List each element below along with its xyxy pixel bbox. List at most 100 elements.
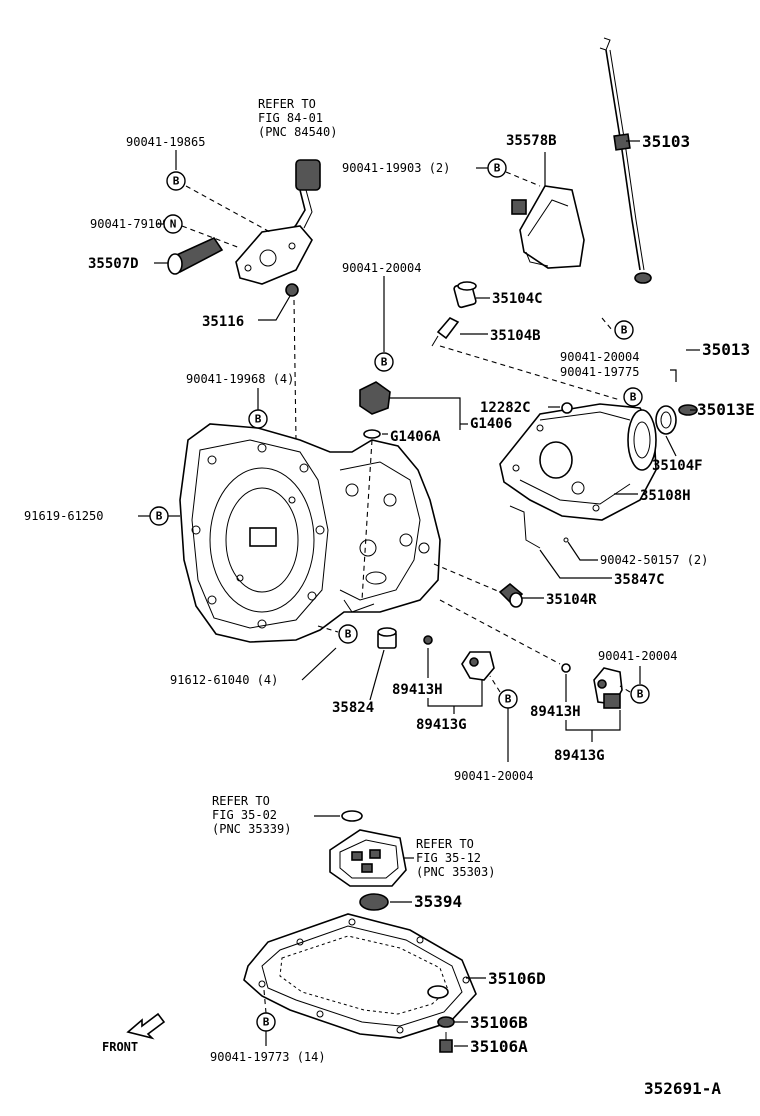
switch-connector	[295, 159, 321, 191]
solenoid-hole	[469, 657, 479, 667]
label-89413G-a: 89413G	[416, 717, 467, 733]
badge-b-text: B	[621, 324, 628, 337]
label-12282C: 12282C	[480, 400, 531, 416]
label-35104F: 35104F	[652, 458, 703, 474]
bolt	[288, 496, 296, 504]
badge-b-text: B	[630, 391, 637, 404]
plug-G1406	[359, 381, 391, 439]
badge-b-text: B	[637, 688, 644, 701]
label-35116: 35116	[202, 314, 244, 330]
front-arrow-icon	[126, 1012, 166, 1040]
extension-boss	[539, 441, 573, 479]
sleeve-35824	[377, 627, 397, 649]
ref-line-1: REFER TO	[416, 837, 474, 851]
bolt	[257, 443, 267, 453]
label-35104C: 35104C	[492, 291, 543, 307]
dipstick-35103	[599, 37, 645, 271]
badge-b-text: B	[263, 1016, 270, 1029]
label-35104B: 35104B	[490, 328, 541, 344]
ref-line-3: (PNC 35303)	[416, 865, 495, 879]
label-89413G-b: 89413G	[554, 748, 605, 764]
inner-ring	[225, 487, 299, 593]
magnet-35394	[359, 893, 389, 911]
extension-edge	[539, 411, 631, 421]
leader-line	[301, 647, 337, 681]
bell-flange	[191, 439, 329, 629]
extension-bolt	[512, 464, 520, 472]
solenoid-89413-b	[561, 663, 623, 709]
label-35578B: 35578B	[506, 133, 557, 149]
badge-b: B	[498, 689, 518, 709]
bolt	[315, 525, 325, 535]
badge-b: B	[248, 409, 268, 429]
bolt-90042	[563, 537, 569, 543]
neutral-start-switch	[167, 159, 321, 297]
filler-tube-35013	[603, 272, 698, 416]
badge-b-text: B	[494, 162, 501, 175]
strainer-port	[369, 849, 381, 859]
bolt	[207, 455, 217, 465]
flange-bolts	[191, 443, 325, 629]
seal-35013E	[678, 404, 698, 416]
badge-b: B	[614, 320, 634, 340]
badge-b-text: B	[173, 175, 180, 188]
ref-fig-35-12: REFER TO FIG 35-12 (PNC 35303)	[416, 837, 495, 879]
pan-bolt-hole	[396, 1026, 404, 1034]
label-35106A: 35106A	[470, 1037, 528, 1056]
solenoid-body-89413G-a	[461, 651, 495, 681]
dashed-leader	[505, 171, 541, 187]
ref-line-2: FIG 35-02	[212, 808, 277, 822]
label-90041-20004-b: 90041-20004	[560, 350, 639, 364]
extension-bolt	[536, 424, 544, 432]
bolt	[191, 525, 201, 535]
bracket-35578B	[511, 185, 585, 269]
label-90041-19968: 90041-19968 (4)	[186, 372, 294, 386]
switch-hole	[259, 249, 277, 267]
dashed-leader	[263, 989, 267, 1014]
tube-inner	[603, 274, 693, 407]
pan-bolt-hole	[316, 1010, 324, 1018]
case-body-edge	[339, 461, 421, 601]
dipstick-rod-edge	[609, 49, 645, 271]
dashed-leader	[601, 317, 613, 331]
o-ring-35339	[341, 810, 363, 822]
bolt	[236, 574, 244, 582]
case-boss	[399, 533, 413, 547]
bracket-edge	[525, 251, 549, 267]
badge-n: N	[163, 214, 183, 234]
bracket-edge	[527, 199, 569, 237]
extension-port	[571, 481, 585, 495]
plug-hex	[359, 381, 391, 415]
extension-bore	[633, 421, 651, 459]
label-35013: 35013	[702, 340, 750, 359]
sensor-35104B	[431, 317, 460, 347]
o-ring-89413H-b	[561, 663, 571, 673]
plug-35104C	[453, 281, 477, 309]
bolt	[307, 591, 317, 601]
strainer-port	[351, 851, 363, 861]
pan-bolt-hole	[258, 980, 266, 988]
badge-b: B	[630, 684, 650, 704]
dashed-leader	[317, 625, 339, 633]
extension-housing-35108H	[499, 403, 657, 549]
ref-fig-84-01: REFER TO FIG 84-01 (PNC 84540)	[258, 97, 337, 139]
strainer-port	[361, 863, 373, 873]
badge-b: B	[338, 624, 358, 644]
label-90041-19865: 90041-19865	[126, 135, 205, 149]
extension-bolt	[592, 504, 600, 512]
leader-line	[427, 680, 483, 707]
oil-pan	[243, 913, 477, 1039]
ref-line-1: REFER TO	[258, 97, 316, 111]
leader-line	[565, 710, 621, 731]
strainer-inner	[339, 839, 399, 879]
sensor-tip	[431, 335, 439, 347]
bracket-rod-35847C	[509, 505, 541, 549]
ref-line-2: FIG 35-12	[416, 851, 481, 865]
label-35103: 35103	[642, 132, 690, 151]
dashed-leader	[489, 675, 501, 693]
case-boss	[383, 493, 397, 507]
switch-body	[235, 225, 313, 285]
bolt	[299, 463, 309, 473]
leader-line	[670, 369, 677, 382]
